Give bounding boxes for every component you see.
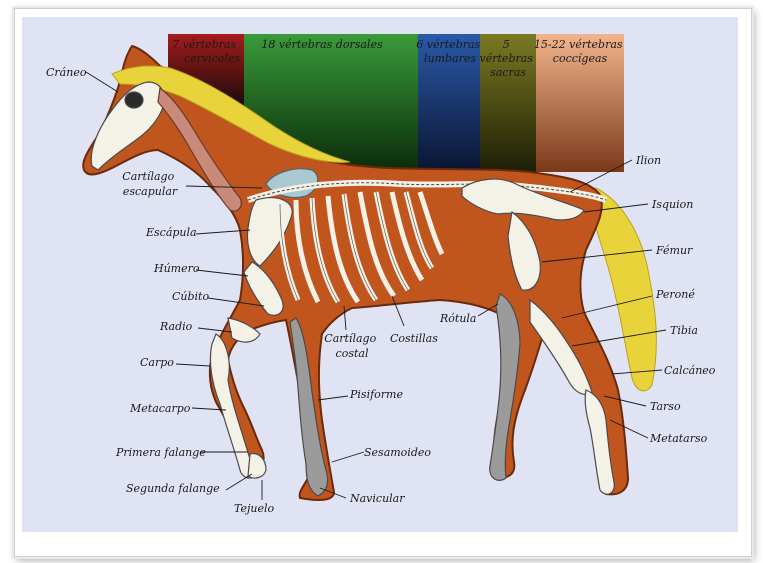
label-calcaneo: Calcáneo [664,364,716,377]
label-femur: Fémur [655,244,693,257]
label-metacarpo: Metacarpo [129,402,191,415]
band-lumbar-label: 6 vértebras lumbares [416,38,483,65]
label-radio: Radio [159,320,193,333]
far-hind-leg [490,294,520,480]
label-segunda-falange: Segunda falange [126,482,220,495]
label-humero: Húmero [153,262,200,275]
label-isquion: Isquion [651,198,693,211]
label-escapula: Escápula [145,226,197,239]
label-sesamoideo: Sesamoideo [364,446,431,459]
label-perone: Peroné [655,288,695,301]
label-costillas: Costillas [390,332,438,345]
label-ilion: Ilion [635,154,661,167]
label-carpo: Carpo [140,356,174,369]
label-cartilago-costal: Cartílago costal [324,332,379,360]
label-primera-falange: Primera falange [115,446,206,459]
label-cartilago-escapular: Cartílago escapular [122,170,178,198]
label-tejuelo: Tejuelo [234,502,275,515]
label-craneo: Cráneo [46,66,87,79]
label-tibia: Tibia [670,324,698,337]
label-rotula: Rótula [439,312,477,325]
label-navicular: Navicular [349,492,405,505]
label-tarso: Tarso [650,400,681,413]
orbit [125,92,143,108]
label-cubito: Cúbito [172,290,209,303]
band-dorsal-label: 18 vértebras dorsales [261,38,383,51]
label-metatarso: Metatarso [649,432,708,445]
label-pisiforme: Pisiforme [349,388,403,401]
